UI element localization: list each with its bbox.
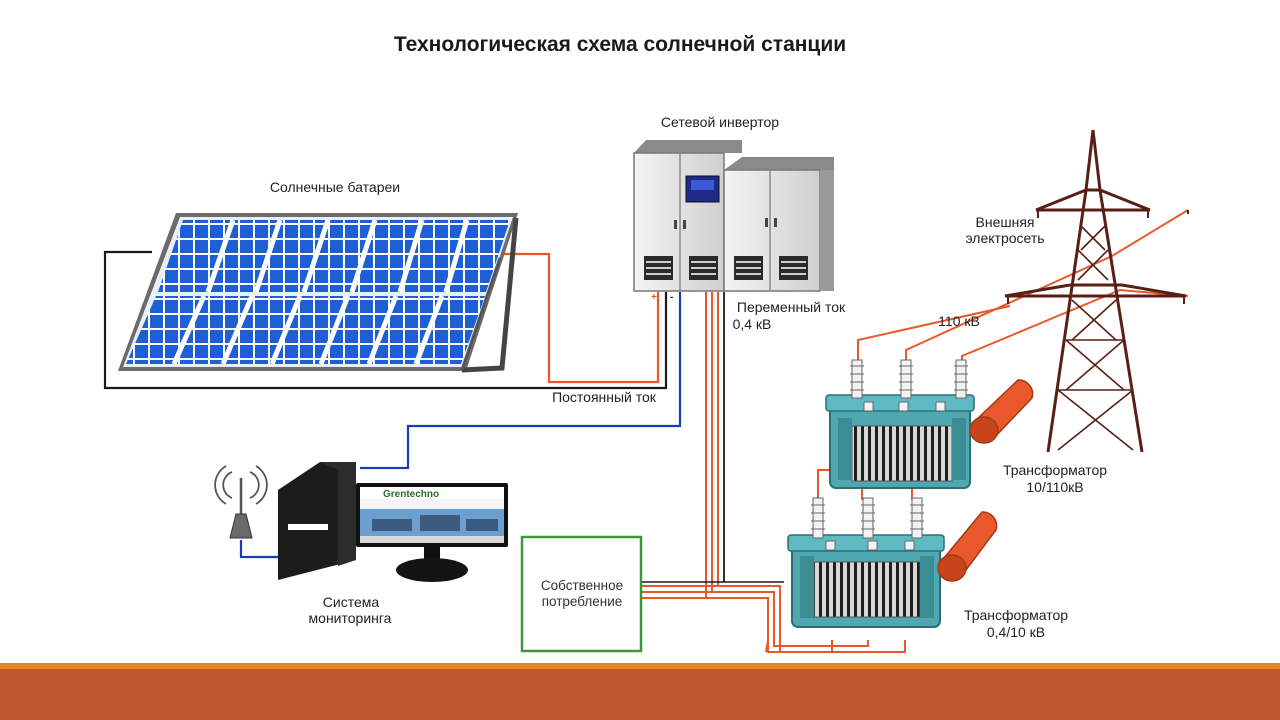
transformer1-label-line1: Трансформатор: [1002, 462, 1108, 478]
ac-wire-bundle: [640, 292, 906, 653]
footer-accent-line: [0, 663, 1280, 669]
transformer-icon: [787, 497, 998, 628]
computer-icon: [278, 462, 508, 582]
transformer2-label-line1: Трансформатор: [963, 607, 1069, 623]
dc-black-wire: [103, 250, 668, 390]
monitoring-label-line2: мониторинга: [308, 610, 392, 626]
monitoring-signal-wire: [239, 292, 682, 559]
voltage-110-label: 110 кВ: [938, 313, 980, 329]
external-grid-label-line2: электросеть: [965, 230, 1045, 246]
own-consumption-label-line1: Собственное: [540, 578, 624, 593]
ac-label-line1: Переменный ток: [736, 299, 846, 315]
svg-text:-: -: [670, 292, 673, 303]
transmission-tower-icon: [1004, 129, 1189, 453]
dc-label: Постоянный ток: [552, 389, 656, 405]
ac-label-line2: 0,4 кВ: [732, 316, 772, 332]
dc-red-wire: [503, 252, 660, 384]
diagram-title: Технологическая схема солнечной станции: [393, 33, 847, 56]
transformer1-label-line2: 10/110кВ: [1026, 479, 1084, 495]
own-consumption-label-line2: потребление: [541, 594, 623, 609]
own-consumption-box: [520, 535, 643, 653]
insulator-hv-1: [850, 359, 864, 399]
own-consumption-label: Собственное потребление: [524, 578, 640, 610]
svg-text:+: +: [651, 292, 657, 303]
transformer-icon: [825, 359, 1034, 489]
solar-panel-icon: [118, 213, 519, 373]
monitoring-website-logo: Grentechno: [383, 489, 440, 500]
transformer2-label-line2: 0,4/10 кВ: [986, 624, 1046, 640]
antenna-icon: [214, 465, 268, 539]
inverter-label: Сетевой инвертор: [660, 114, 780, 130]
solar-panels-label: Солнечные батареи: [269, 179, 401, 195]
footer-bar: [0, 669, 1280, 720]
monitoring-label-line1: Система: [322, 594, 380, 610]
external-grid-label-line1: Внешняя: [975, 214, 1035, 230]
inverter-cabinet-icon: + -: [633, 140, 834, 303]
